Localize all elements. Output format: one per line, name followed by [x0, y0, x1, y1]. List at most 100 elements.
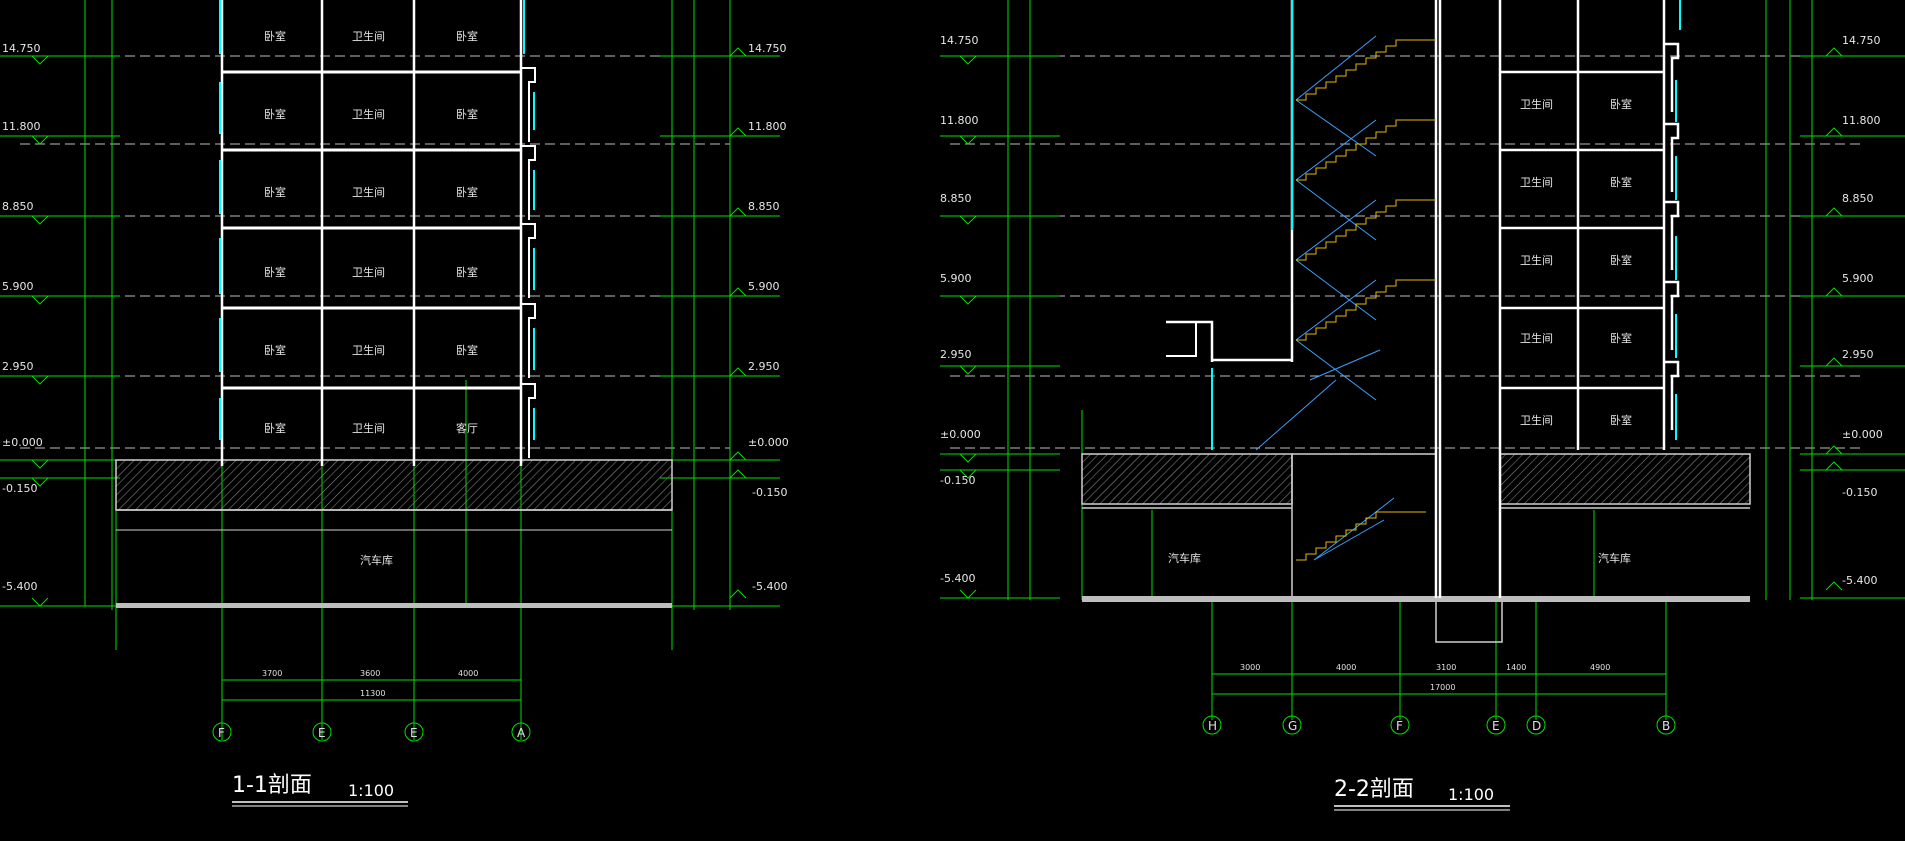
stair-flights [1255, 35, 1395, 561]
room-label: 卧室 [264, 265, 286, 279]
room-label: 客厅 [456, 421, 478, 435]
section-title: 1-1剖面 [232, 773, 312, 798]
level-label: -5.400 [2, 580, 37, 593]
level-label: -5.400 [940, 572, 975, 585]
floor-datum-lines [20, 55, 730, 449]
level-label: -0.150 [752, 486, 787, 499]
dimension-value: 4000 [1336, 663, 1356, 672]
room-label: 卧室 [264, 421, 286, 435]
stair-treads [1296, 39, 1436, 561]
room-label: 卫生间 [1520, 97, 1553, 111]
room-label: 卫生间 [1520, 413, 1553, 427]
room-label: 卧室 [1610, 97, 1632, 111]
floor-datum-lines [950, 55, 1860, 449]
room-label: 卧室 [1610, 175, 1632, 189]
basement-room-label: 汽车库 [360, 553, 393, 567]
soil-hatch [1081, 453, 1293, 505]
basement-slab [1082, 596, 1750, 602]
dimension-value: 3600 [360, 669, 380, 678]
level-label: -0.150 [1842, 486, 1877, 499]
level-label: 8.850 [2, 200, 34, 213]
room-label: 卫生间 [352, 29, 385, 43]
dimension-value: 4900 [1590, 663, 1610, 672]
level-label: ±0.000 [1842, 428, 1883, 441]
level-label: 5.900 [2, 280, 34, 293]
right-axis-bubbles: H G F E D B [1202, 715, 1676, 735]
level-label: -5.400 [752, 580, 787, 593]
left-dimension-lines [0, 0, 780, 740]
section-2-2: 14.750 11.800 8.850 5.900 2.950 ±0.000 -… [940, 0, 1905, 811]
level-label: 2.950 [940, 348, 972, 361]
section-scale: 1:100 [348, 781, 394, 800]
room-label: 卧室 [1610, 331, 1632, 345]
level-label: 14.750 [940, 34, 979, 47]
dimension-total: 11300 [360, 689, 385, 698]
soil-hatch [1499, 453, 1751, 505]
level-label: 14.750 [1842, 34, 1881, 47]
room-label: 卧室 [264, 343, 286, 357]
dimension-total: 17000 [1430, 683, 1455, 692]
right-level-labels-right: 14.750 11.800 8.850 5.900 2.950 ±0.000 -… [1842, 34, 1883, 587]
level-label: 11.800 [1842, 114, 1881, 127]
dimension-value: 4000 [458, 669, 478, 678]
right-room-labels: 卫生间 卧室 卫生间 卧室 卫生间 卧室 卫生间 卧室 卫生间 卧室 [1520, 97, 1632, 427]
right-canopy [1166, 321, 1197, 357]
axis-label: G [1288, 719, 1297, 733]
room-label: 卫生间 [352, 421, 385, 435]
axis-label: E [1492, 719, 1500, 733]
room-label: 卧室 [456, 343, 478, 357]
room-label: 卧室 [264, 185, 286, 199]
axis-label: E [410, 726, 418, 740]
section-scale: 1:100 [1448, 785, 1494, 804]
level-label: ±0.000 [2, 436, 43, 449]
section-title: 2-2剖面 [1334, 777, 1414, 802]
section-1-1: 14.750 11.800 8.850 5.900 2.950 ±0.000 -… [0, 0, 789, 807]
level-label: ±0.000 [748, 436, 789, 449]
dimension-value: 1400 [1506, 663, 1526, 672]
level-label: 8.850 [748, 200, 780, 213]
left-level-labels-right: 14.750 11.800 8.850 5.900 2.950 ±0.000 -… [748, 42, 789, 593]
room-label: 卫生间 [352, 185, 385, 199]
left-axis-bubbles: F E E A [212, 722, 531, 742]
level-label: -0.150 [2, 482, 37, 495]
right-level-labels-left: 14.750 11.800 8.850 5.900 2.950 ±0.000 -… [940, 34, 981, 585]
soil-hatch [115, 459, 673, 511]
level-label: 5.900 [748, 280, 780, 293]
basement-room-label: 汽车库 [1168, 551, 1201, 565]
room-label: 卧室 [1610, 413, 1632, 427]
room-label: 卫生间 [352, 265, 385, 279]
level-label: 14.750 [2, 42, 41, 55]
dimension-value: 3700 [262, 669, 282, 678]
right-building-walls [1500, 0, 1680, 450]
level-label: 8.850 [940, 192, 972, 205]
right-windows [1211, 0, 1681, 450]
axis-label: B [1662, 719, 1670, 733]
left-level-markers [31, 47, 747, 607]
right-level-markers [959, 47, 1843, 599]
room-label: 卫生间 [352, 343, 385, 357]
room-label: 卫生间 [1520, 331, 1553, 345]
level-label: 2.950 [748, 360, 780, 373]
left-building-walls [220, 0, 523, 466]
room-label: 卧室 [456, 185, 478, 199]
level-label: 11.800 [2, 120, 41, 133]
level-label: -5.400 [1842, 574, 1877, 587]
level-label: 8.850 [1842, 192, 1874, 205]
left-windows [219, 0, 535, 440]
level-label: 5.900 [940, 272, 972, 285]
level-label: 14.750 [748, 42, 787, 55]
axis-label: E [318, 726, 326, 740]
right-dimension-lines [940, 0, 1905, 720]
room-label: 卧室 [264, 107, 286, 121]
left-level-labels-left: 14.750 11.800 8.850 5.900 2.950 ±0.000 -… [2, 42, 43, 593]
basement-room-label: 汽车库 [1598, 551, 1631, 565]
level-label: 2.950 [1842, 348, 1874, 361]
left-balcony-profiles [521, 67, 536, 458]
level-label: -0.150 [940, 474, 975, 487]
dimension-value: 3000 [1240, 663, 1260, 672]
level-label: ±0.000 [940, 428, 981, 441]
basement-slab [116, 603, 672, 608]
room-label: 卧室 [1610, 253, 1632, 267]
room-label: 卫生间 [352, 107, 385, 121]
